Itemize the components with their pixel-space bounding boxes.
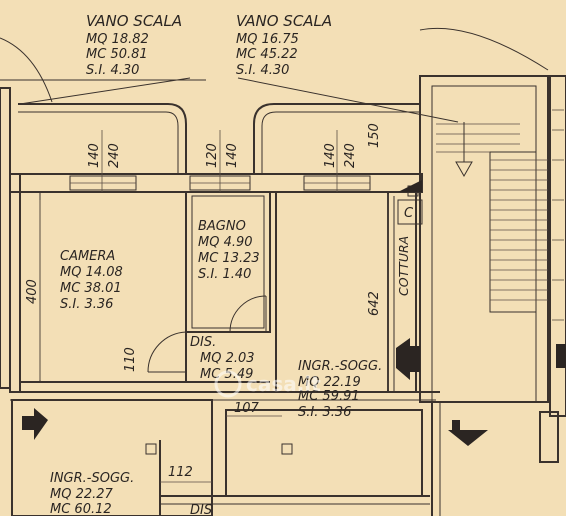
svg-text:VANO SCALA: VANO SCALA (86, 12, 182, 30)
balcony-left (18, 103, 187, 174)
bagno-room-inner (191, 195, 265, 329)
svg-text:MC 60.12: MC 60.12 (50, 502, 112, 516)
stair-line-right (237, 77, 459, 123)
svg-text:MQ 14.08: MQ 14.08 (60, 265, 123, 280)
entry-arrow-left (22, 408, 48, 440)
watermark-logo: casa.it (214, 370, 321, 398)
label-vano-scala-right: VANO SCALA MQ 16.75 MC 45.22 S.I. 4.30 (236, 12, 332, 78)
svg-text:casa.it: casa.it (246, 372, 321, 396)
svg-text:DIS.: DIS. (190, 335, 216, 350)
balcony-left-inner (18, 111, 179, 174)
right-hatch (552, 109, 564, 321)
cooker-box (397, 199, 423, 225)
dim-120: 120 (205, 143, 220, 168)
svg-text:S.I. 3.36: S.I. 3.36 (60, 297, 113, 312)
stair-well-outer (419, 75, 549, 403)
label-vano-scala-left: VANO SCALA MQ 18.82 MC 50.81 S.I. 4.30 (86, 12, 182, 78)
svg-text:MC 38.01: MC 38.01 (60, 281, 122, 296)
svg-text:MQ 2.03: MQ 2.03 (200, 351, 255, 366)
left-edge-wall (0, 87, 11, 389)
stair-arc-right (419, 27, 549, 71)
dim-140-c: 140 (323, 143, 338, 168)
stair-line-left (19, 77, 191, 105)
stair-well-inner (431, 85, 537, 403)
label-cottura: COTTURA (396, 236, 411, 296)
label-bagno: BAGNO MQ 4.90 MC 13.23 S.I. 1.40 (198, 219, 260, 282)
dim-240-c: 240 (343, 143, 358, 168)
stair-arrow-top (455, 161, 473, 178)
dim-642: 642 (367, 291, 382, 316)
svg-text:MC 50.81: MC 50.81 (86, 47, 148, 62)
dim-140-a: 140 (87, 143, 102, 168)
bagno-room (185, 191, 271, 333)
dim-112: 112 (168, 465, 193, 480)
label-dis-bottom: DIS (190, 503, 212, 516)
svg-text:BAGNO: BAGNO (198, 219, 246, 234)
dim-240-a: 240 (107, 143, 122, 168)
svg-text:VANO SCALA: VANO SCALA (236, 12, 332, 30)
svg-text:S.I. 4.30: S.I. 4.30 (86, 63, 139, 78)
svg-text:MQ 16.75: MQ 16.75 (236, 32, 299, 47)
column-1 (145, 443, 157, 455)
label-ingr-sogg-left: INGR.-SOGG. MQ 22.27 MC 60.12 (50, 471, 134, 516)
balcony-right-inner (261, 111, 420, 174)
label-ingr-sogg-right: INGR.-SOGG. MQ 22.19 MC 59.91 S.I. 3.36 (298, 359, 382, 420)
stair-arc-left (0, 37, 53, 103)
stair-treads (436, 123, 548, 301)
dim-110: 110 (123, 347, 138, 372)
svg-text:MC 45.22: MC 45.22 (236, 47, 298, 62)
dim-400: 400 (25, 279, 40, 304)
svg-text:S.I. 1.40: S.I. 1.40 (198, 267, 251, 282)
dim-150: 150 (367, 123, 382, 148)
svg-text:CAMERA: CAMERA (60, 249, 115, 264)
svg-text:MQ 22.27: MQ 22.27 (50, 487, 114, 502)
cooker-letter: C (404, 206, 414, 221)
lower-center-room (225, 409, 423, 497)
dis-door-swing (147, 331, 187, 373)
bagno-door-swing (229, 295, 267, 333)
right-edge-block (556, 344, 566, 368)
svg-text:MQ 22.19: MQ 22.19 (298, 375, 361, 390)
cooker-corner (398, 180, 422, 192)
right-lower-block (539, 411, 559, 463)
balcony-right (253, 103, 420, 174)
svg-text:INGR.-SOGG.: INGR.-SOGG. (50, 471, 134, 486)
svg-text:INGR.-SOGG.: INGR.-SOGG. (298, 359, 382, 374)
dim-140-b: 140 (225, 143, 240, 168)
left-wall (9, 173, 21, 393)
entry-arrow-right (396, 338, 420, 380)
label-camera: CAMERA MQ 14.08 MC 38.01 S.I. 3.36 (60, 249, 123, 312)
svg-text:S.I. 3.36: S.I. 3.36 (298, 405, 351, 420)
svg-text:S.I. 4.30: S.I. 4.30 (236, 63, 289, 78)
down-arrow (448, 420, 488, 446)
svg-text:MC 59.91: MC 59.91 (298, 389, 360, 404)
svg-text:MC 13.23: MC 13.23 (198, 251, 260, 266)
svg-text:MQ 4.90: MQ 4.90 (198, 235, 253, 250)
stair-core (489, 151, 537, 313)
svg-text:MQ 18.82: MQ 18.82 (86, 32, 149, 47)
column-2 (281, 443, 293, 455)
dim-107: 107 (234, 401, 260, 416)
